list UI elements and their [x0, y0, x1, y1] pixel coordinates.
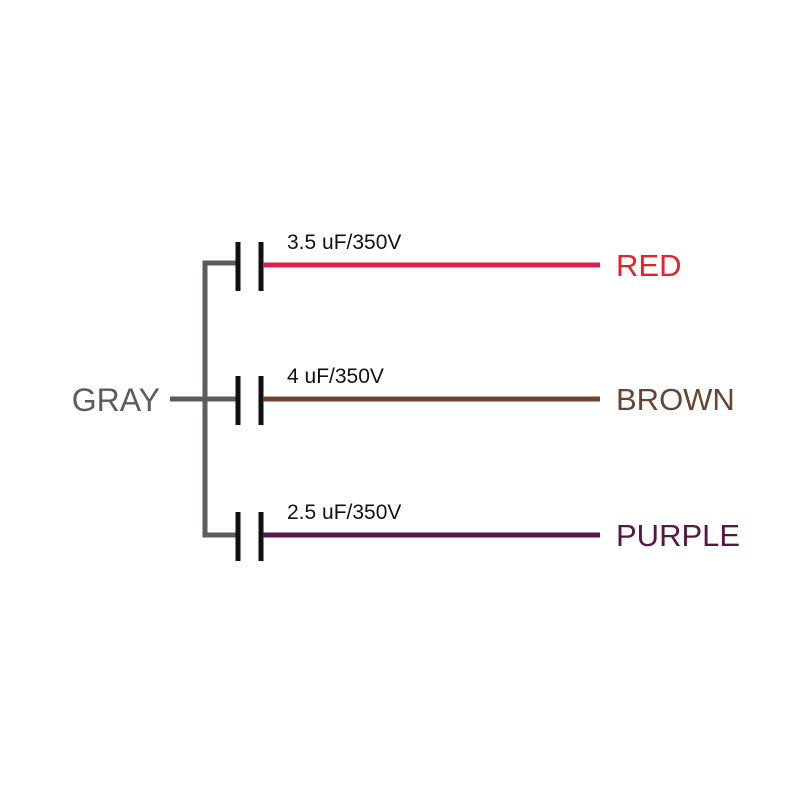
branch-purple: 2.5 uF/350V PURPLE — [235, 501, 740, 561]
brown-label: BROWN — [616, 382, 735, 417]
branch-red: 3.5 uF/350V RED — [235, 231, 681, 291]
capacitor-rating: 3.5 uF/350V — [287, 231, 401, 254]
purple-label: PURPLE — [616, 518, 740, 553]
gray-label: GRAY — [72, 382, 160, 418]
red-label: RED — [616, 248, 681, 283]
capacitor-rating: 4 uF/350V — [287, 365, 384, 388]
capacitor-rating: 2.5 uF/350V — [287, 501, 401, 524]
gray-bus-vertical — [202, 260, 238, 538]
branch-brown: 4 uF/350V BROWN — [235, 365, 735, 425]
gray-common-wiring — [170, 260, 238, 538]
